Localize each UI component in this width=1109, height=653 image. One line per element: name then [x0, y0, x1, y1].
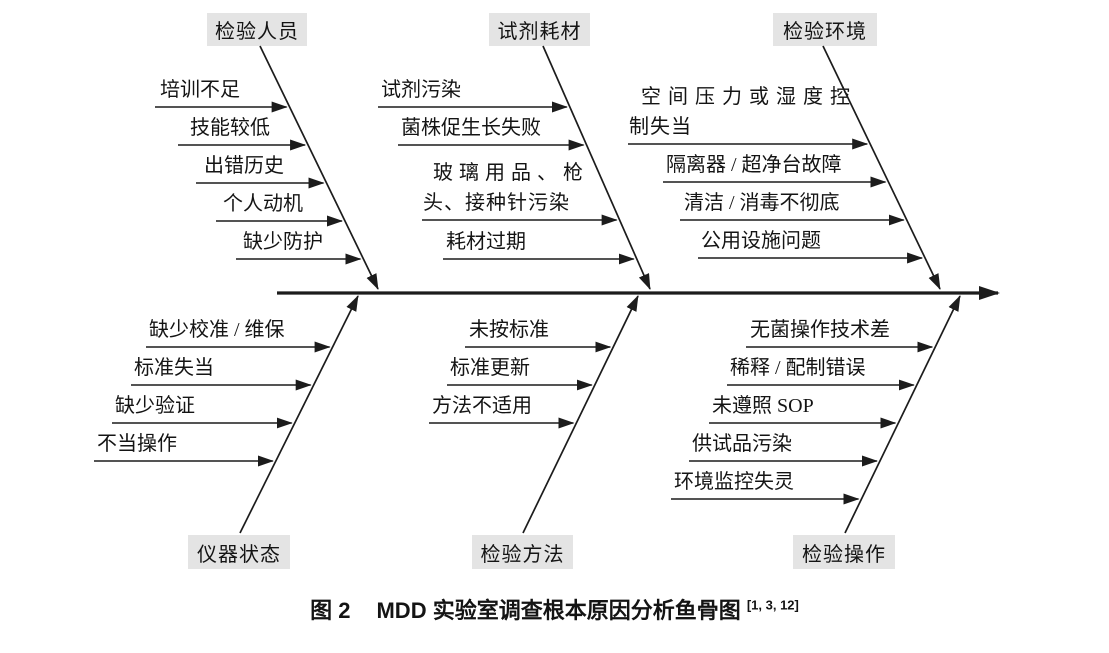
cause-label-inspection-environment-1: 隔离器 / 超净台故障 — [666, 154, 842, 176]
cause-label-inspection-personnel-0: 培训不足 — [160, 79, 240, 101]
cause-label-inspection-personnel-4: 缺少防护 — [243, 231, 323, 253]
cause-label-reagent-consumables-3: 耗材过期 — [446, 231, 526, 253]
bone-line-inspection-environment — [822, 45, 941, 290]
cause-label-inspection-operation-4: 环境监控失灵 — [674, 471, 794, 493]
category-box-inspection-environment: 检验环境 — [773, 13, 877, 46]
cause-label-instrument-status-0: 缺少校准 / 维保 — [149, 319, 285, 341]
cause-label-inspection-personnel-3: 个人动机 — [223, 193, 303, 215]
cause-label-inspection-environment-2: 清洁 / 消毒不彻底 — [684, 192, 840, 214]
bone-line-reagent-consumables — [542, 45, 651, 290]
cause-label-reagent-consumables-2-line0: 玻璃用品、枪 — [433, 162, 589, 184]
cause-label-inspection-method-1: 标准更新 — [450, 357, 530, 379]
cause-label-inspection-operation-2: 未遵照 SOP — [712, 395, 814, 417]
cause-label-inspection-method-2: 方法不适用 — [432, 395, 532, 417]
cause-label-inspection-operation-1: 稀释 / 配制错误 — [730, 357, 866, 379]
cause-label-inspection-environment-3: 公用设施问题 — [701, 230, 821, 252]
bone-line-instrument-status — [239, 295, 359, 534]
bone-line-inspection-operation — [844, 295, 961, 534]
fishbone-diagram: 检验人员培训不足技能较低出错历史个人动机缺少防护 试剂耗材试剂污染菌株促生长失败玻… — [94, 13, 1000, 569]
cause-label-inspection-environment-0-line1: 制失当 — [629, 116, 692, 138]
figure-caption: 图 2 MDD 实验室调查根本原因分析鱼骨图 [1, 3, 12] — [0, 593, 1109, 625]
category-box-instrument-status: 仪器状态 — [188, 535, 290, 569]
cause-label-reagent-consumables-1: 菌株促生长失败 — [401, 117, 541, 139]
bone-line-inspection-personnel — [259, 45, 379, 290]
cause-label-instrument-status-1: 标准失当 — [134, 357, 214, 379]
cause-label-inspection-operation-0: 无菌操作技术差 — [750, 319, 890, 341]
cause-label-instrument-status-2: 缺少验证 — [115, 395, 195, 417]
category-box-inspection-method: 检验方法 — [472, 535, 573, 569]
cause-label-inspection-personnel-2: 出错历史 — [204, 155, 284, 177]
cause-label-inspection-personnel-1: 技能较低 — [190, 117, 270, 139]
cause-label-inspection-operation-3: 供试品污染 — [692, 433, 792, 455]
category-box-inspection-personnel: 检验人员 — [207, 13, 307, 46]
diagram-lines-svg — [94, 45, 1000, 534]
caption-reference: [1, 3, 12] — [746, 597, 799, 613]
caption-title: MDD 实验室调查根本原因分析鱼骨图 — [376, 598, 741, 623]
cause-label-instrument-status-3: 不当操作 — [97, 433, 177, 455]
cause-label-inspection-method-0: 未按标准 — [469, 319, 549, 341]
category-box-reagent-consumables: 试剂耗材 — [489, 13, 590, 46]
cause-label-inspection-environment-0-line0: 空间压力或湿度控 — [641, 86, 857, 108]
cause-label-reagent-consumables-0: 试剂污染 — [381, 79, 461, 101]
caption-number: 图 2 — [310, 598, 351, 623]
category-box-inspection-operation: 检验操作 — [793, 535, 895, 569]
cause-label-reagent-consumables-2-line1: 头、接种针污染 — [423, 192, 570, 214]
bone-line-inspection-method — [522, 295, 639, 534]
